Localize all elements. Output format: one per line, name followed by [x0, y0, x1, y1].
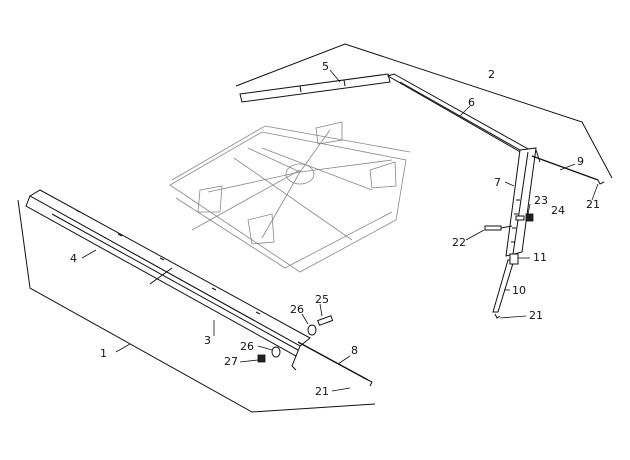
callout-24: 24 — [551, 204, 565, 217]
callout-1: 1 — [100, 347, 107, 360]
callout-25: 25 — [315, 293, 329, 306]
callout-21-c: 21 — [315, 385, 329, 398]
callout-6: 6 — [468, 96, 475, 109]
part-25-bolt — [317, 315, 334, 326]
part-22-bolt — [484, 225, 513, 231]
callout-21-a: 21 — [586, 198, 600, 211]
part-8-front-rod — [297, 341, 373, 387]
cotter-pin — [291, 355, 297, 371]
part-26-washer-b — [271, 346, 281, 358]
callout-2: 2 — [488, 68, 495, 81]
assembly-bracket-1 — [17, 199, 376, 413]
callout-26-a: 26 — [290, 303, 304, 316]
callout-7: 7 — [494, 176, 501, 189]
part-27-nut — [257, 354, 266, 363]
callout-5: 5 — [322, 60, 329, 73]
callout-9: 9 — [577, 155, 584, 168]
part-11-fastener — [509, 253, 519, 265]
part-23-24-nut — [515, 213, 534, 222]
part-10-lower-rod — [492, 259, 515, 319]
callout-8: 8 — [351, 344, 358, 357]
part-7-side-plate — [505, 147, 537, 257]
part-4-front-beam — [25, 189, 311, 357]
part-5-rear-bar — [239, 73, 391, 103]
callout-23: 23 — [534, 194, 548, 207]
callout-3: 3 — [204, 334, 211, 347]
callout-11: 11 — [533, 251, 547, 264]
leader-lines — [81, 69, 599, 392]
callout-21-b: 21 — [529, 309, 543, 322]
callout-22: 22 — [452, 236, 466, 249]
callout-26-b: 26 — [240, 340, 254, 353]
chassis-frame-background — [169, 121, 411, 273]
assembly-bracket-2 — [235, 43, 613, 179]
part-26-washer-a — [307, 324, 317, 336]
callout-27: 27 — [224, 355, 238, 368]
callout-4: 4 — [70, 252, 77, 265]
part-6-upper-rail — [386, 73, 531, 155]
callout-10: 10 — [512, 284, 526, 297]
